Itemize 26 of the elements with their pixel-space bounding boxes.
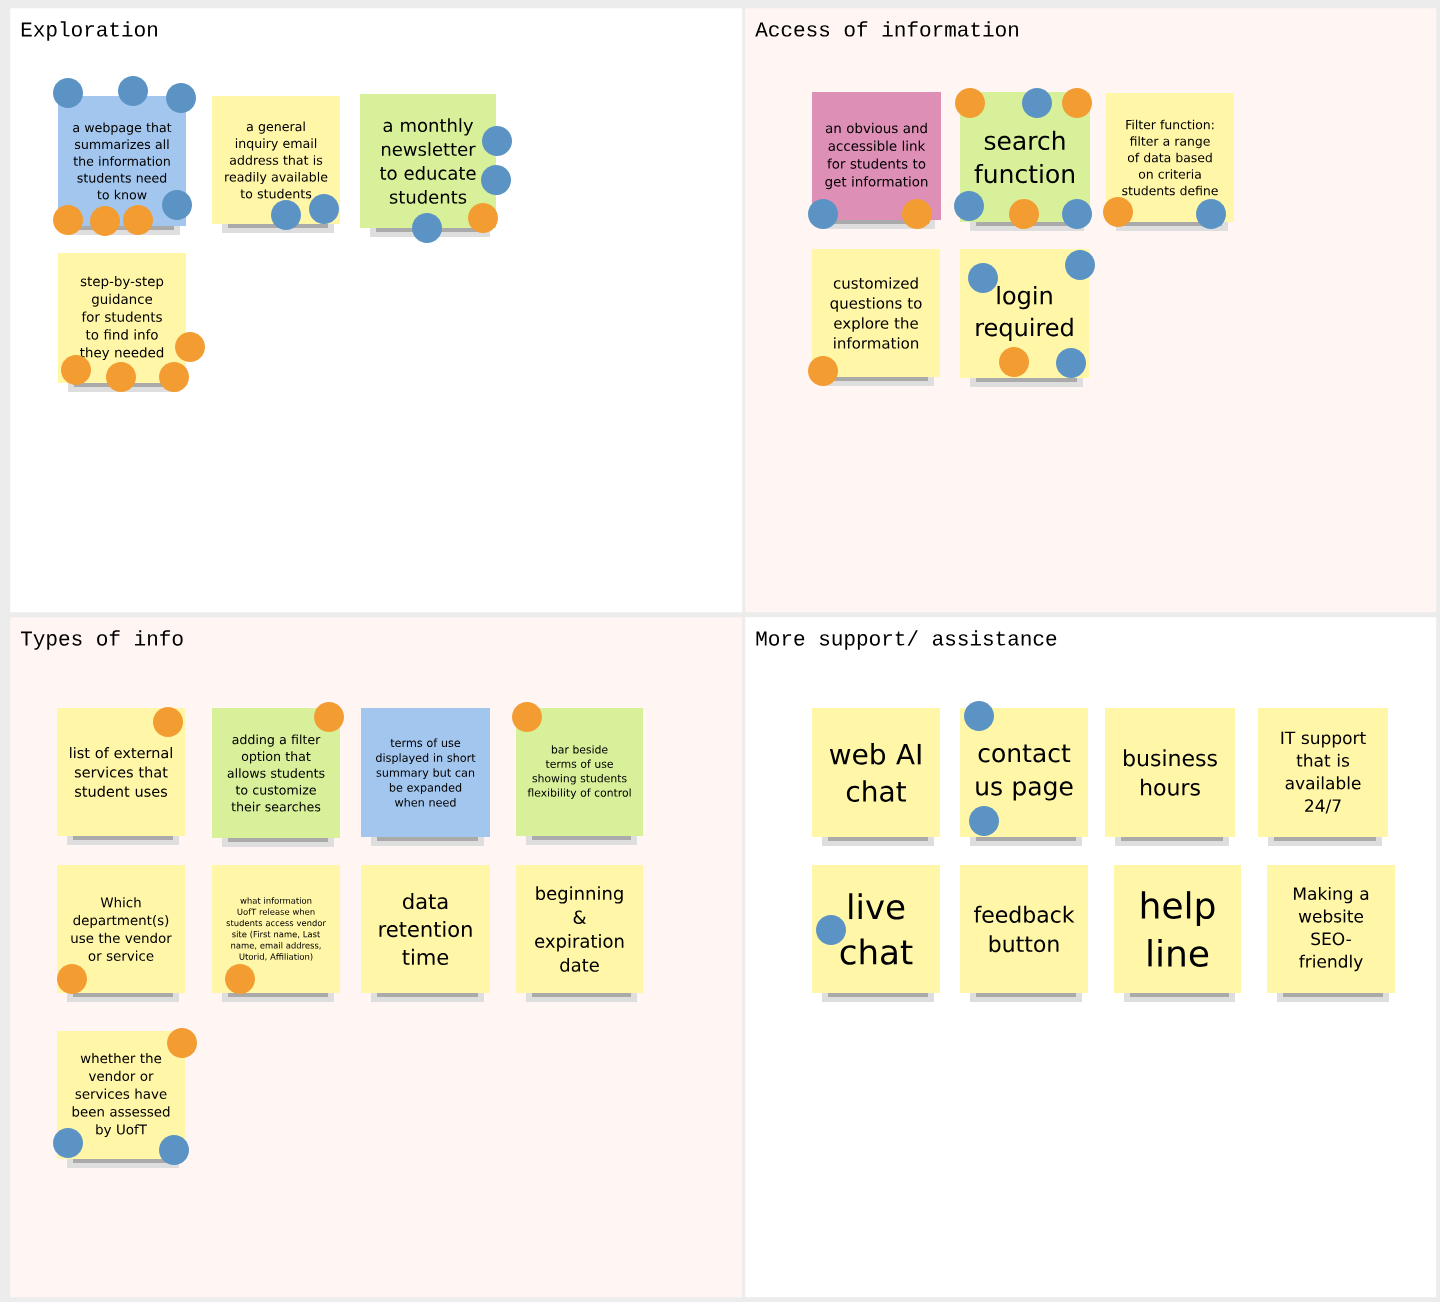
sticky-note: help line — [1114, 865, 1241, 1002]
sticky-note: web AI chat — [812, 708, 940, 846]
sticky-note: beginning & expiration date — [516, 865, 643, 1002]
sticky-note: IT support that is available 24/7 — [1258, 708, 1388, 846]
sticky-note: Filter function: filter a range of data based on criteria students define — [1106, 93, 1234, 231]
section-heading: Access of information — [755, 21, 1018, 37]
sticky-note: business hours — [1105, 708, 1235, 846]
sticky-note: contact us page — [960, 708, 1088, 846]
sticky-note: adding a filter option that allows students to customize their searches — [212, 708, 340, 847]
sticky-note: feedback button — [960, 865, 1088, 1002]
sticky-note: Which department(s) use the vendor or service — [57, 865, 185, 1002]
sticky-note: Making a website SEO-friendly — [1267, 865, 1395, 1002]
section-heading: Exploration — [21, 21, 157, 41]
sticky-note: customized questions to explore the information — [812, 249, 940, 386]
sticky-note: bar beside terms of use showing students flexibility of control — [516, 708, 643, 845]
sticky-note: whether the vendor or services have been assessed by UofT — [57, 1031, 185, 1168]
sticky-note: a monthly newsletter to educate students — [360, 94, 496, 237]
sticky-note: a general inquiry email address that is readily available to students — [212, 96, 340, 233]
sticky-note: what information UofT release when students access vendor site (First name, Last name, email address, Utorid, Affiliation) — [212, 865, 340, 1002]
section-heading: Types of info — [21, 630, 183, 650]
sticky-note: an obvious and accessible link for students to get information — [812, 92, 941, 229]
sticky-note: live chat — [812, 865, 940, 1002]
sticky-note: terms of use displayed in short summary but can be expanded when need — [361, 708, 490, 846]
section-heading: More support/ assistance — [756, 630, 1057, 650]
sticky-note: data retention time — [361, 865, 490, 1002]
sticky-note: list of external services that student uses — [57, 708, 185, 845]
